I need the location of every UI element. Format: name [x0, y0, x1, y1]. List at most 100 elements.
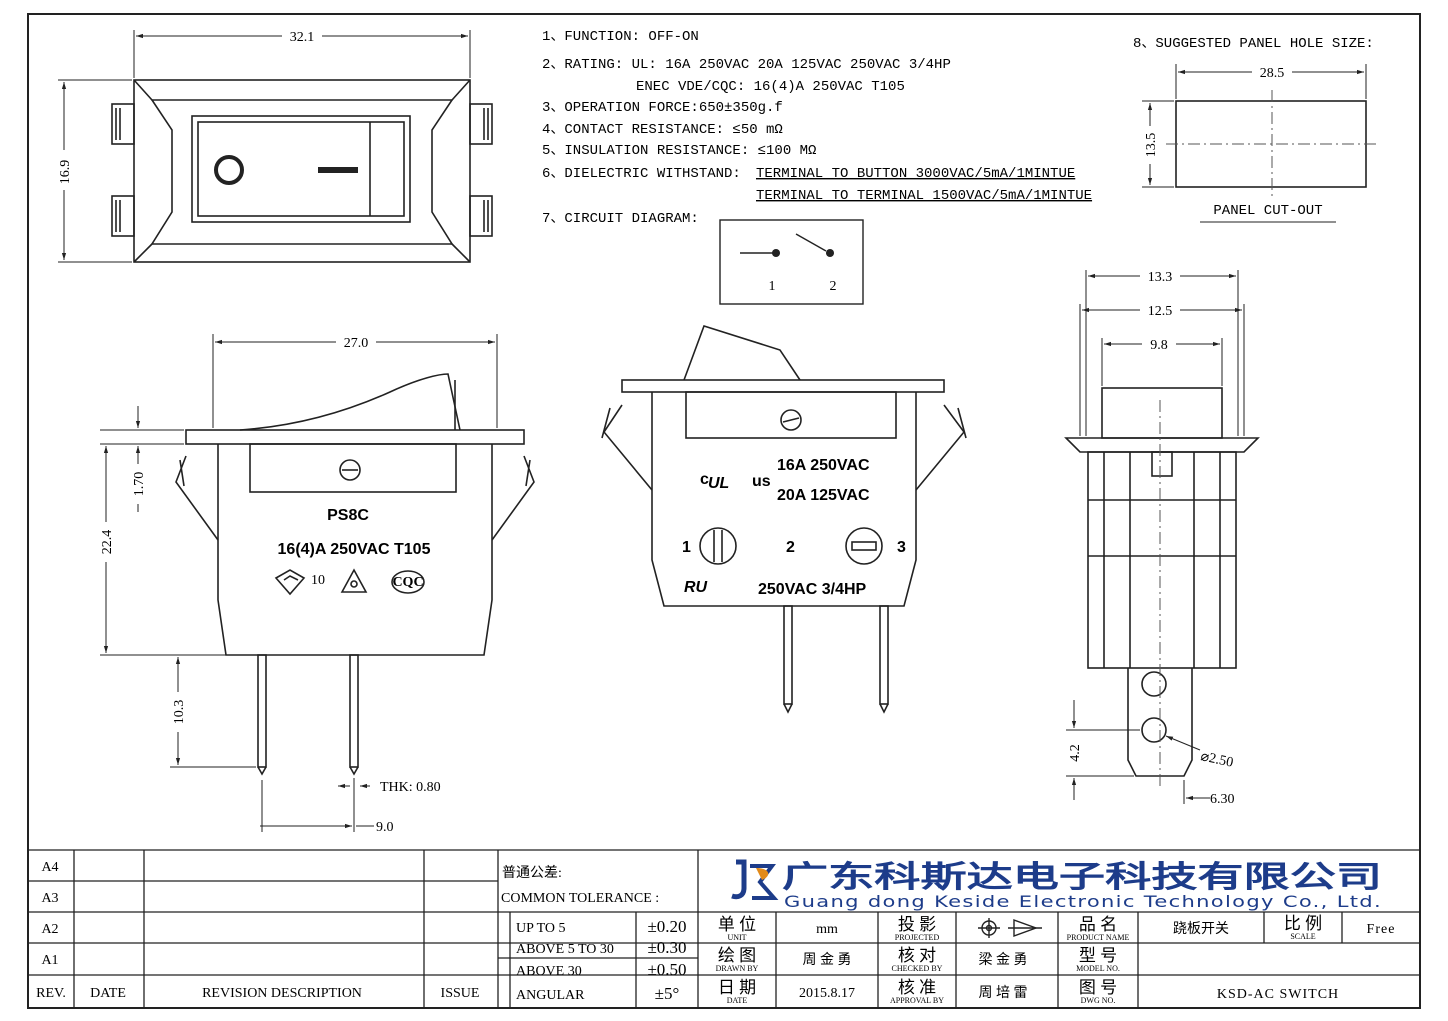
panel-caption: PANEL CUT-OUT	[1213, 203, 1322, 219]
first-angle-projection-icon	[978, 918, 1042, 938]
side-width-dim-2: 12.5	[1148, 304, 1173, 319]
cqc-mark-icon: CQC	[391, 570, 425, 594]
projection-label-en: PROJECTED	[895, 933, 940, 942]
company-logo-icon	[731, 859, 779, 900]
cqc-mark-text: CQC	[392, 575, 423, 590]
spec-function: 1、FUNCTION: OFF-ON	[542, 29, 699, 45]
product-name-label-en: PRODUCT NAME	[1067, 933, 1130, 942]
company-name-en: Guang dong Keside Electronic Technology …	[784, 892, 1382, 911]
front-model-label: PS8C	[327, 507, 369, 524]
side-width-dim-3: 9.8	[1150, 338, 1168, 353]
front-pitch-dim: 9.0	[376, 820, 394, 835]
spec-rating-enec: ENEC VDE/CQC: 16(4)A 250VAC T105	[636, 79, 905, 95]
company-name-cn: 广东科斯达电子科技有限公司	[782, 860, 1382, 895]
off-symbol-icon	[214, 155, 244, 185]
enec-mark-icon	[274, 569, 306, 596]
rev-row-a2: A2	[41, 922, 58, 937]
side-pin-width-dim: 6.30	[1210, 792, 1235, 807]
checked-by-value: 梁 金 勇	[979, 952, 1028, 968]
front-flange-dim: 1.70	[132, 472, 147, 497]
approval-by-value: 周 培 雷	[979, 985, 1028, 1001]
issue-header: ISSUE	[441, 986, 480, 1001]
date-label-en: DATE	[727, 996, 748, 1005]
unit-value: mm	[816, 922, 838, 937]
date-header: DATE	[90, 986, 126, 1001]
spec-insulation-resistance: 5、INSULATION RESISTANCE: ≤100 MΩ	[542, 143, 816, 159]
rear-terminal-1: 1	[682, 539, 691, 556]
drawing-no-value: KSD-AC SWITCH	[1217, 987, 1339, 1002]
tolerance-range-3: ABOVE 30	[516, 964, 582, 979]
circuit-terminal-2: 2	[830, 279, 837, 294]
checked-by-label-cn: 核 对	[898, 946, 936, 965]
revision-description-header: REVISION DESCRIPTION	[202, 986, 362, 1001]
circuit-diagram: 1 2	[719, 219, 864, 305]
approval-by-label-en: APPROVAL BY	[890, 996, 944, 1005]
tolerance-range-1: UP TO 5	[516, 921, 566, 936]
product-name-value: 跷板开关	[1173, 920, 1229, 937]
drawn-by-label-en: DRAWN BY	[716, 964, 759, 973]
side-view	[1064, 387, 1260, 777]
scale-label-en: SCALE	[1290, 932, 1315, 941]
rev-row-a3: A3	[41, 891, 58, 906]
rev-header: REV.	[36, 986, 66, 1001]
ul-recognized-icon: RU	[684, 579, 708, 596]
ul-c-label: c	[700, 471, 709, 488]
tolerance-value-1: ±0.20	[647, 917, 686, 936]
rear-rating-1: 16A 250VAC	[777, 457, 870, 474]
top-width-dim: 32.1	[290, 30, 315, 45]
rear-terminal-3: 3	[897, 539, 906, 556]
spec-dielectric: 6、DIELECTRIC WITHSTAND:	[542, 166, 741, 182]
on-symbol-icon	[318, 167, 358, 173]
rear-rating-2: 20A 125VAC	[777, 487, 870, 504]
front-height-dim: 22.4	[100, 530, 115, 555]
rear-rating-hp: 250VAC 3/4HP	[758, 581, 867, 598]
tolerance-title-en: COMMON TOLERANCE :	[501, 891, 659, 906]
projection-label-cn: 投 影	[898, 915, 936, 934]
scale-value: Free	[1367, 922, 1396, 937]
top-height-dim: 16.9	[58, 160, 73, 185]
date-label-cn: 日 期	[718, 978, 756, 997]
unit-label-cn: 单 位	[718, 915, 756, 934]
tolerance-title-cn: 普通公差:	[502, 865, 562, 881]
front-view	[175, 373, 535, 776]
circuit-terminal-1: 1	[769, 279, 776, 294]
ul-us-label: us	[752, 473, 771, 490]
ul-logo-icon: UL	[708, 475, 729, 492]
scale-label-cn: 比 例	[1284, 914, 1322, 933]
checked-by-label-en: CHECKED BY	[892, 964, 943, 973]
title-block	[28, 849, 1420, 1008]
unit-label-en: UNIT	[727, 933, 746, 942]
spec-panel-title: 8、SUGGESTED PANEL HOLE SIZE:	[1133, 36, 1374, 52]
front-thickness-dim: THK: 0.80	[380, 780, 441, 795]
drawing-no-label-cn: 图 号	[1079, 978, 1117, 997]
tolerance-range-2: ABOVE 5 TO 30	[516, 942, 614, 957]
panel-height-dim: 13.5	[1144, 133, 1159, 158]
spec-operation-force: 3、OPERATION FORCE:650±350g.f	[542, 100, 783, 116]
panel-width-dim: 28.5	[1260, 66, 1285, 81]
tolerance-range-4: ANGULAR	[516, 988, 585, 1003]
date-value: 2015.8.17	[799, 986, 855, 1001]
side-width-dim-1: 13.3	[1148, 270, 1173, 285]
sheet-border	[27, 13, 1421, 1009]
drawing-no-label-en: DWG NO.	[1081, 996, 1116, 1005]
spec-circuit-title: 7、CIRCUIT DIAGRAM:	[542, 211, 699, 227]
panel-cutout: 28.5 13.5 PANEL CUT-OUT	[1141, 62, 1376, 223]
spec-dielectric-button: TERMINAL TO BUTTON 3000VAC/5mA/1MINTUE	[756, 166, 1075, 182]
drawn-by-label-cn: 绘 图	[718, 946, 756, 965]
top-view	[111, 79, 493, 263]
rear-terminal-2: 2	[786, 539, 795, 556]
product-name-label-cn: 品 名	[1079, 915, 1117, 934]
rev-row-a1: A1	[41, 953, 58, 968]
rev-row-a4: A4	[41, 860, 58, 875]
drawn-by-value: 周 金 勇	[803, 952, 852, 968]
front-width-dim: 27.0	[344, 336, 369, 351]
enec-mark-number: 10	[311, 573, 325, 588]
side-pin-height-dim: 4.2	[1068, 744, 1083, 762]
side-hole-dim: ⌀2.50	[1199, 749, 1234, 771]
rear-view	[601, 325, 967, 714]
vde-mark-icon	[340, 568, 368, 593]
approval-by-label-cn: 核 准	[898, 978, 936, 997]
tolerance-value-2: ±0.30	[647, 938, 686, 957]
spec-rating: 2、RATING: UL: 16A 250VAC 20A 125VAC 250V…	[542, 57, 951, 73]
